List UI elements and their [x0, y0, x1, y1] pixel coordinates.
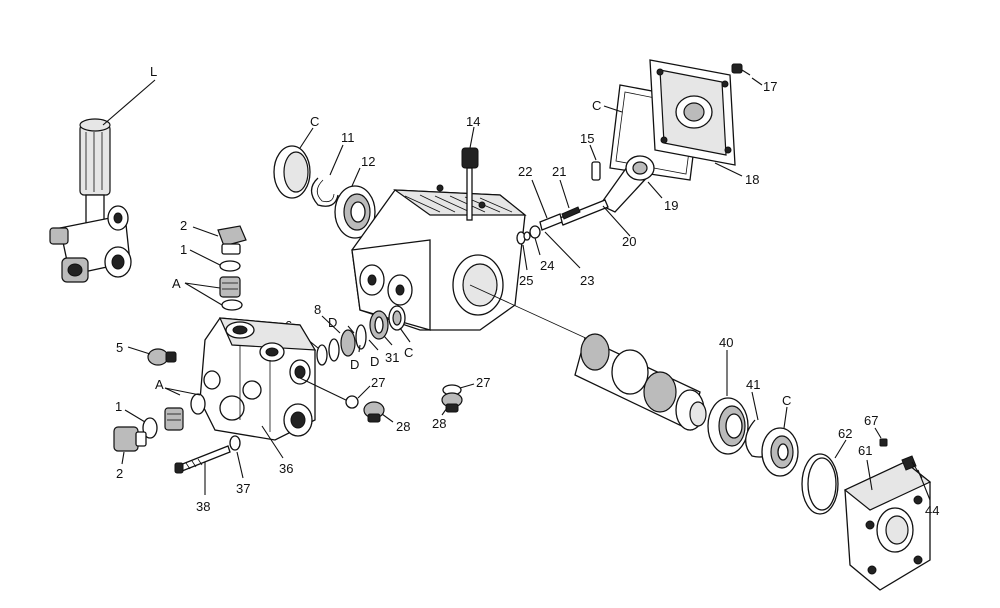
bolt-17 — [731, 63, 751, 76]
label-18: 18 — [745, 172, 759, 187]
plug-2-bottom — [113, 426, 147, 452]
oring-25 — [516, 231, 531, 245]
label-28-a: 28 — [396, 419, 410, 434]
label-2-top: 2 — [180, 218, 187, 233]
label-22: 22 — [518, 164, 532, 179]
label-24: 24 — [540, 258, 554, 273]
plug-28-b — [441, 392, 463, 413]
snap-ring-11 — [310, 177, 339, 207]
label-20: 20 — [622, 234, 636, 249]
label-11: 11 — [341, 130, 355, 145]
screw-67 — [879, 438, 888, 447]
label-25: 25 — [519, 273, 533, 288]
seal-c-top — [273, 145, 311, 199]
label-38: 38 — [196, 499, 210, 514]
washer-24 — [529, 225, 541, 239]
label-L: L — [150, 64, 157, 79]
label-27-b: 27 — [476, 375, 490, 390]
label-41: 41 — [746, 377, 760, 392]
label-28-b: 28 — [432, 416, 446, 431]
label-36: 36 — [279, 461, 293, 476]
rear-cover-18 — [649, 59, 736, 166]
label-c-top: C — [310, 114, 319, 129]
label-19: 19 — [664, 198, 678, 213]
plug-2-top — [217, 225, 247, 255]
plug-5 — [147, 348, 177, 366]
label-23: 23 — [580, 273, 594, 288]
label-27-a: 27 — [371, 375, 385, 390]
oring-1-top — [219, 260, 241, 272]
label-14: 14 — [466, 114, 480, 129]
plug-28-a — [363, 401, 385, 423]
oil-seal-c — [761, 427, 799, 477]
washer-37 — [229, 435, 241, 451]
label-31: 31 — [385, 350, 399, 365]
bearing-12 — [334, 185, 376, 239]
bolt-38 — [174, 445, 231, 474]
manifold-head — [199, 317, 317, 441]
plunger-rod-21 — [561, 206, 581, 220]
unloader-valve — [49, 118, 132, 283]
shaft-axis — [469, 284, 591, 341]
label-2-bottom: 2 — [116, 466, 123, 481]
label-37: 37 — [236, 481, 250, 496]
oring-62 — [801, 453, 839, 515]
label-1-bottom: 1 — [115, 399, 122, 414]
sleeve-22 — [539, 213, 563, 231]
valve-a-top — [219, 276, 243, 311]
label-40: 40 — [719, 335, 733, 350]
label-62: 62 — [838, 426, 852, 441]
label-d3: D — [370, 354, 379, 369]
bearing-40 — [707, 397, 749, 455]
label-67: 67 — [864, 413, 878, 428]
label-15: 15 — [580, 131, 594, 146]
label-17: 17 — [763, 79, 777, 94]
label-12: 12 — [361, 154, 375, 169]
label-a-top: A — [172, 276, 181, 291]
label-5: 5 — [116, 340, 123, 355]
connecting-rod-19 — [599, 155, 655, 213]
label-c-bearing: C — [782, 393, 791, 408]
label-21: 21 — [552, 164, 566, 179]
label-d1: D — [328, 315, 337, 330]
label-c-cover: C — [592, 98, 601, 113]
label-c-mid: C — [404, 345, 413, 360]
seal-stack — [316, 305, 406, 366]
label-d2: D — [350, 357, 359, 372]
flange-61 — [843, 461, 932, 591]
oring-27-a — [345, 395, 359, 409]
label-44: 44 — [925, 503, 939, 518]
crankshaft — [574, 333, 707, 431]
label-a-bottom: A — [155, 377, 164, 392]
valve-a-bottom — [142, 393, 206, 439]
label-61: 61 — [858, 443, 872, 458]
dipstick-14 — [461, 147, 479, 221]
pin-15 — [591, 161, 601, 181]
crankcase — [351, 184, 527, 331]
label-1-top: 1 — [180, 242, 187, 257]
label-8: 8 — [314, 302, 321, 317]
